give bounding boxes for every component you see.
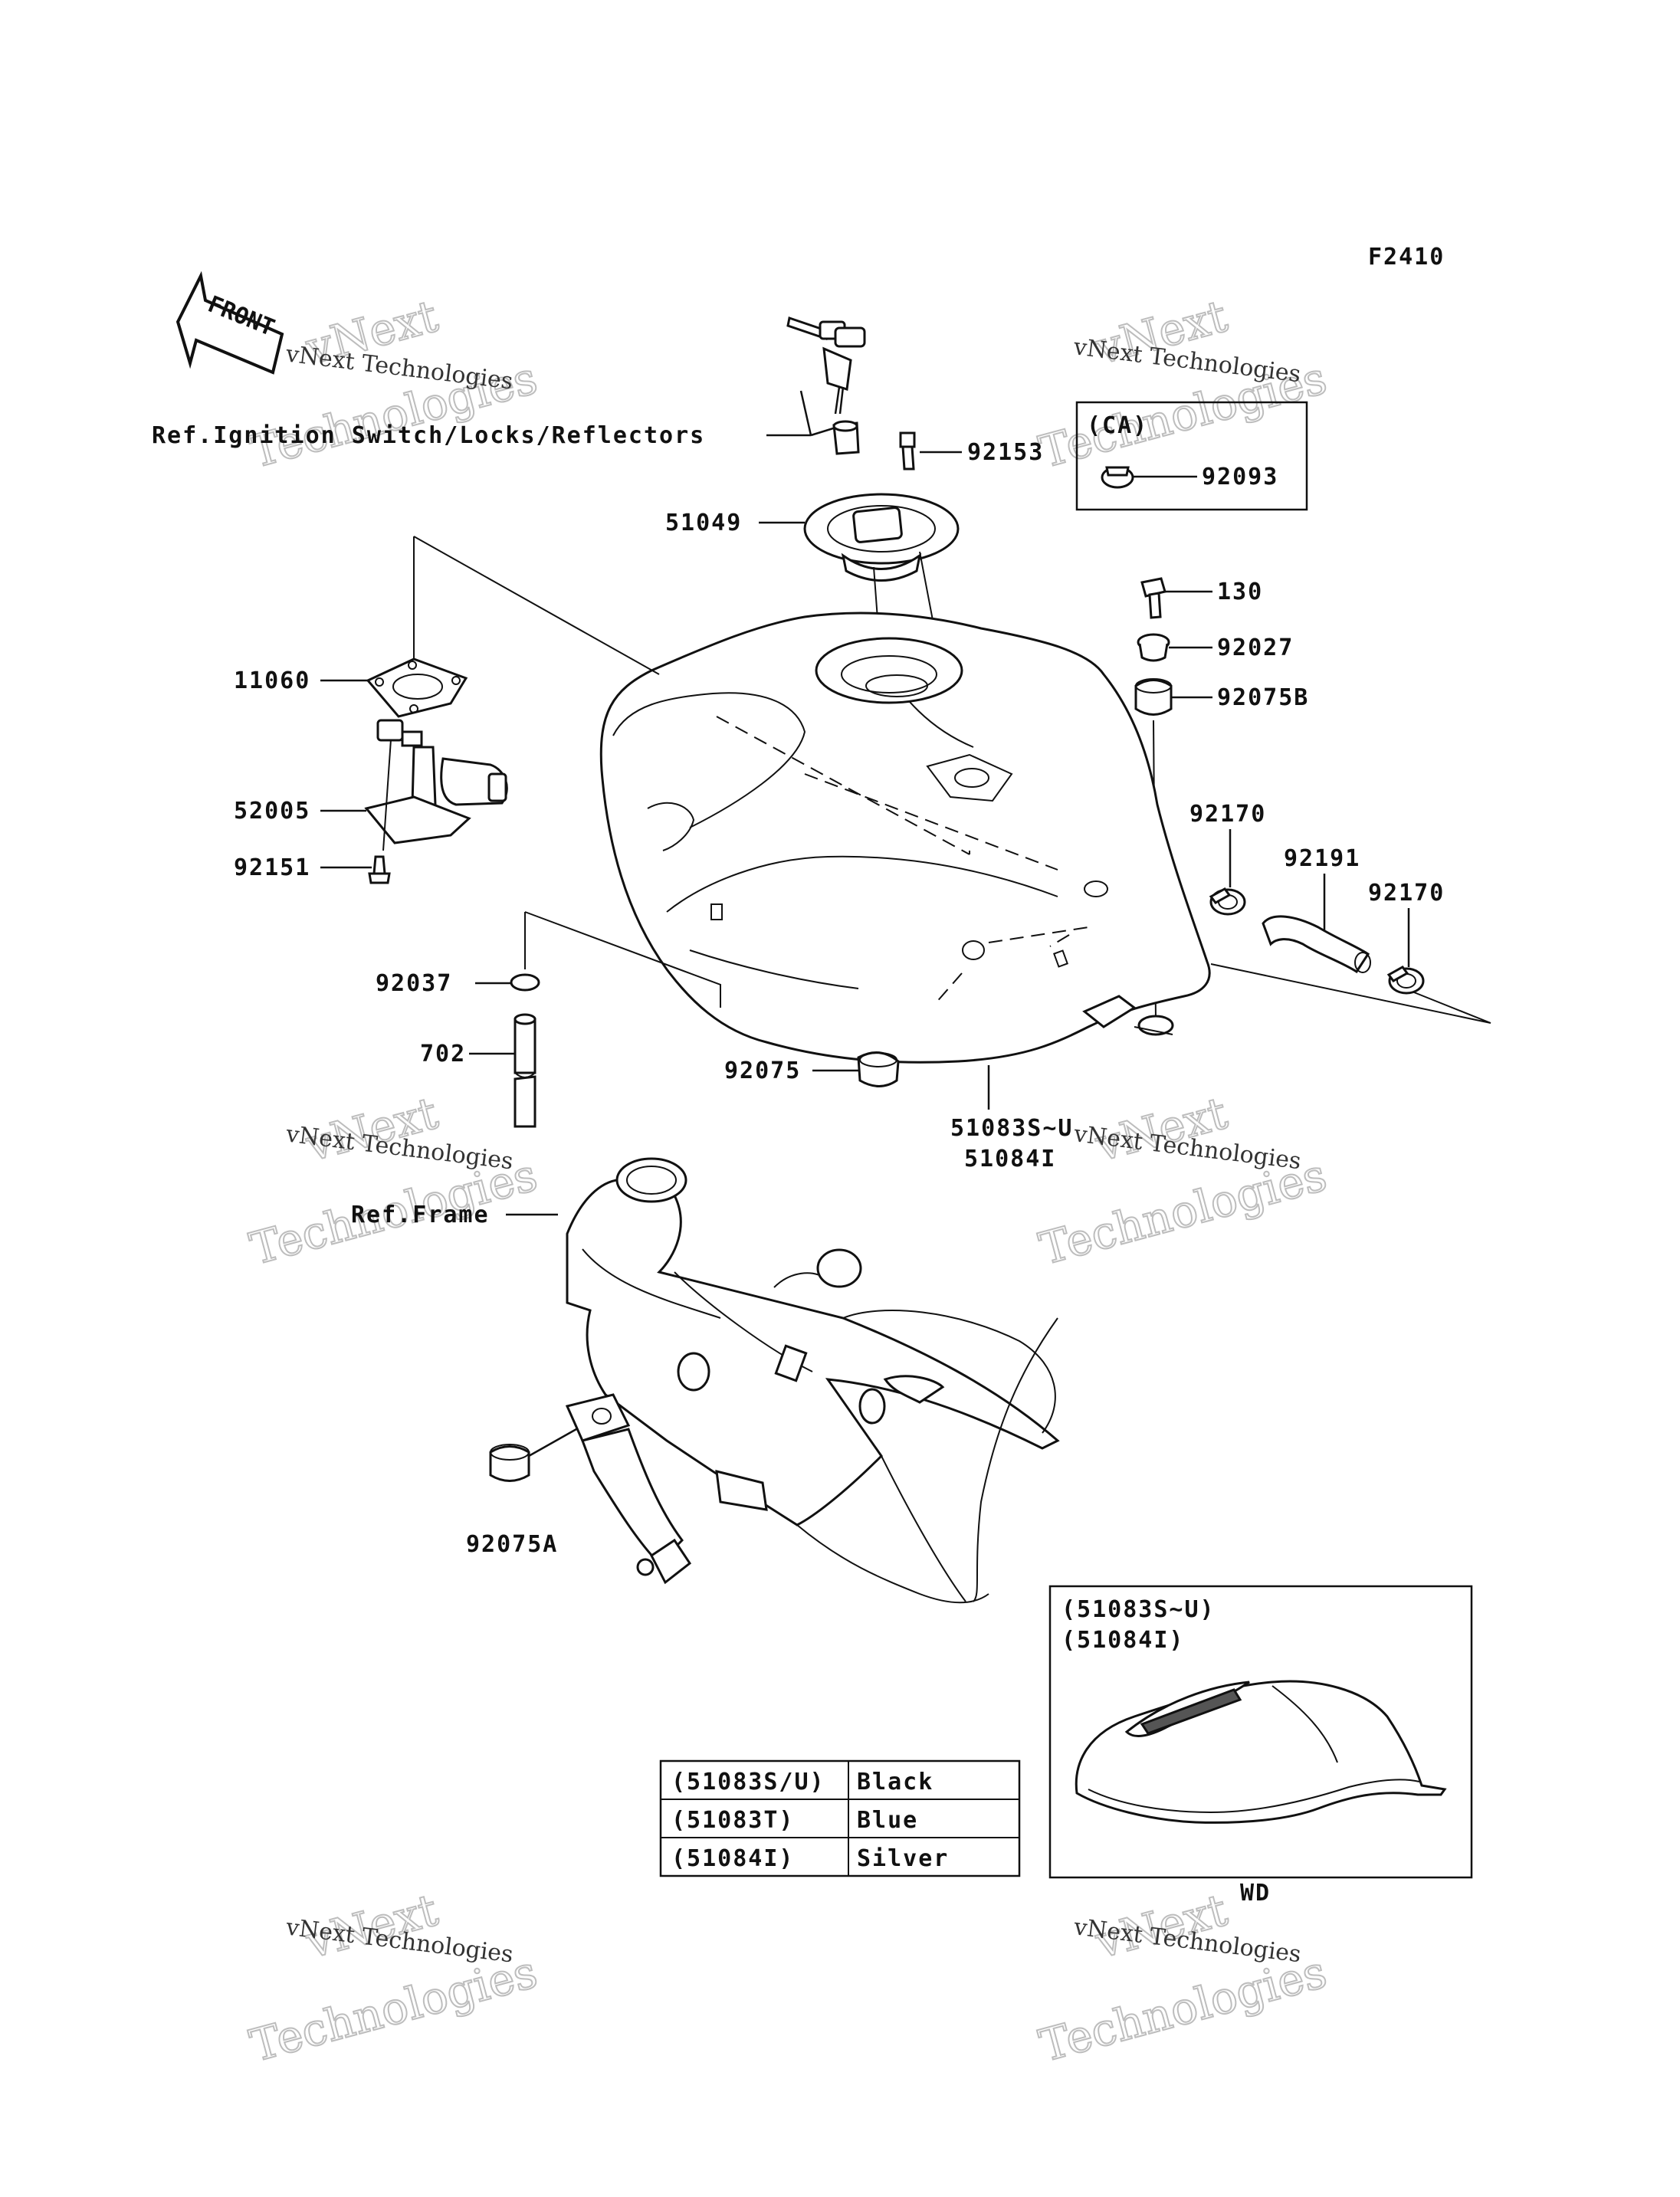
part-label-130: 130 bbox=[1217, 579, 1263, 605]
fuel-cap-icon bbox=[803, 493, 960, 582]
part-label-92093: 92093 bbox=[1202, 464, 1278, 490]
cap-92075a-icon bbox=[489, 1444, 530, 1482]
part-label-51049: 51049 bbox=[665, 510, 742, 536]
color-table-row-2-part: (51083T) bbox=[671, 1807, 795, 1834]
hose-92191-icon bbox=[1262, 915, 1371, 974]
part-label-92170-left: 92170 bbox=[1189, 801, 1266, 828]
hose-clamp-right-icon bbox=[1386, 966, 1425, 995]
clip-92037-icon bbox=[510, 973, 540, 992]
bolt-92151-icon bbox=[368, 855, 391, 884]
watermark-mid-right: vNext Technologies vNext Technologies bbox=[1033, 1086, 1332, 1276]
inset-line2: (51084I) bbox=[1061, 1627, 1185, 1654]
ca-box: (CA) 92093 bbox=[1075, 401, 1308, 511]
part-label-52005: 52005 bbox=[234, 798, 310, 825]
tank-cover-icon bbox=[1075, 1680, 1447, 1824]
part-label-92075: 92075 bbox=[724, 1058, 801, 1084]
color-table-row-3-color: Silver bbox=[857, 1845, 949, 1872]
hose-clamp-left-icon bbox=[1209, 887, 1246, 916]
color-table-row-1-part: (51083S/U) bbox=[671, 1769, 825, 1795]
part-label-92075b: 92075B bbox=[1217, 684, 1309, 711]
fuel-pump-icon bbox=[364, 719, 508, 844]
color-table-row-1-color: Black bbox=[857, 1769, 934, 1795]
ref-frame-label: Ref.Frame bbox=[351, 1202, 490, 1228]
watermark-bottom-left: vNext Technologies vNext Technologies bbox=[244, 1883, 543, 2073]
grommet-92075-icon bbox=[857, 1051, 900, 1087]
part-label-92027: 92027 bbox=[1217, 635, 1294, 661]
color-table-row-3-part: (51084I) bbox=[671, 1845, 795, 1872]
washer-92027-icon bbox=[1137, 633, 1170, 662]
part-label-11060: 11060 bbox=[234, 667, 310, 694]
part-label-92153: 92153 bbox=[967, 439, 1044, 466]
part-label-92170-right: 92170 bbox=[1368, 880, 1445, 907]
part-label-92191: 92191 bbox=[1284, 845, 1360, 872]
inset-line1: (51083S~U) bbox=[1061, 1596, 1216, 1623]
gasket-11060-icon bbox=[366, 657, 468, 718]
inset-tag: WD bbox=[1240, 1880, 1271, 1907]
part-label-51084: 51084I bbox=[964, 1146, 1056, 1172]
nut-92093-icon bbox=[1101, 466, 1134, 489]
bolt-130-icon bbox=[1140, 577, 1166, 619]
part-label-92037: 92037 bbox=[376, 970, 452, 997]
ignition-key-icon bbox=[786, 316, 866, 415]
inset-box: (51083S~U) (51084I) WD bbox=[1048, 1585, 1473, 1907]
grommet-92075b-icon bbox=[1134, 678, 1173, 716]
front-arrow-icon: FRONT bbox=[176, 271, 284, 375]
ca-label: (CA) bbox=[1087, 412, 1148, 439]
watermark-top-left: vNext Technologies vNext Technologies bbox=[244, 289, 543, 479]
key-cylinder-icon bbox=[832, 420, 860, 455]
color-table-row-2-color: Blue bbox=[857, 1807, 918, 1834]
fuel-tank-icon bbox=[599, 612, 1211, 1064]
figure-code: F2410 bbox=[1368, 244, 1445, 271]
frame-icon bbox=[565, 1157, 1060, 1604]
ref-ignition-label: Ref.Ignition Switch/Locks/Reflectors bbox=[152, 422, 705, 449]
watermark-bottom-right: vNext Technologies vNext Technologies bbox=[1033, 1883, 1332, 2073]
watermark-mid-left: vNext Technologies vNext Technologies bbox=[244, 1086, 543, 1276]
color-table: (51083S/U) Black (51083T) Blue (51084I) … bbox=[659, 1759, 1021, 1877]
watermark-top-right: vNext Technologies vNext Technologies bbox=[1033, 289, 1332, 479]
breather-hose-702-icon bbox=[514, 1013, 536, 1128]
bolt-92153-icon bbox=[899, 431, 916, 471]
part-label-92151: 92151 bbox=[234, 854, 310, 881]
part-label-702: 702 bbox=[420, 1041, 466, 1067]
part-label-51083: 51083S~U bbox=[950, 1115, 1074, 1142]
part-label-92075a: 92075A bbox=[466, 1531, 558, 1558]
